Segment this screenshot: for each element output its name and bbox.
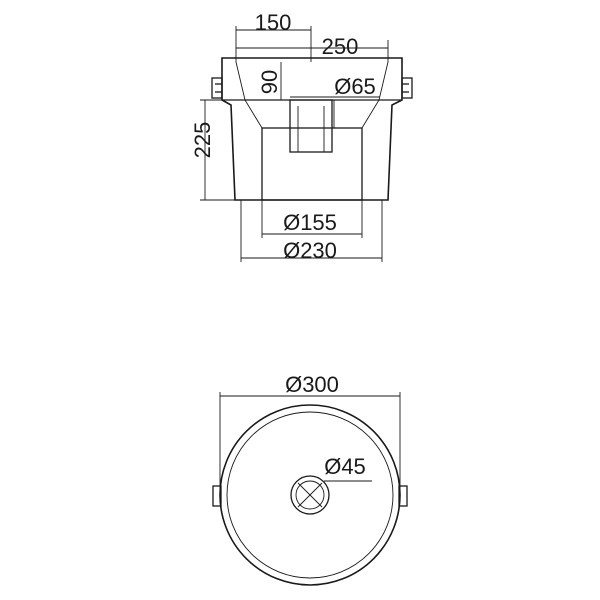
handle-right — [401, 77, 413, 99]
dim-label-230: Ø230 — [283, 238, 337, 263]
dim-label-250: 250 — [322, 34, 359, 59]
dim-225: 225 — [190, 99, 235, 201]
dim-label-155: Ø155 — [283, 210, 337, 235]
dim-90: 90 — [257, 62, 282, 100]
dim-label-waste: Ø65 — [334, 74, 376, 99]
dim-300: Ø300 — [219, 372, 401, 495]
drain-inner — [295, 480, 325, 510]
basin-top-inner — [226, 411, 394, 579]
dim-label-45: Ø45 — [324, 454, 366, 479]
dim-label-300: Ø300 — [285, 372, 339, 397]
handle-top-left — [212, 485, 222, 507]
waste-pipe — [289, 99, 333, 153]
dim-label-225: 225 — [190, 122, 215, 159]
dim-250: 250 — [236, 34, 389, 62]
handle-left — [211, 77, 223, 99]
drain-outer — [290, 475, 330, 515]
basin-side-outline — [221, 57, 403, 201]
side-view: 150 250 90 Ø65 225 Ø155 — [190, 10, 413, 263]
dim-label-90: 90 — [257, 70, 282, 94]
top-view: Ø300 Ø45 — [212, 372, 408, 586]
handle-top-right — [398, 485, 408, 507]
dim-155: Ø155 — [261, 200, 363, 238]
dim-230: Ø230 — [240, 200, 383, 263]
dim-waste: Ø65 — [290, 74, 380, 99]
dim-45: Ø45 — [324, 454, 372, 482]
dim-label-150: 150 — [255, 10, 292, 35]
dim-150: 150 — [235, 10, 312, 62]
pedestal — [261, 127, 363, 201]
